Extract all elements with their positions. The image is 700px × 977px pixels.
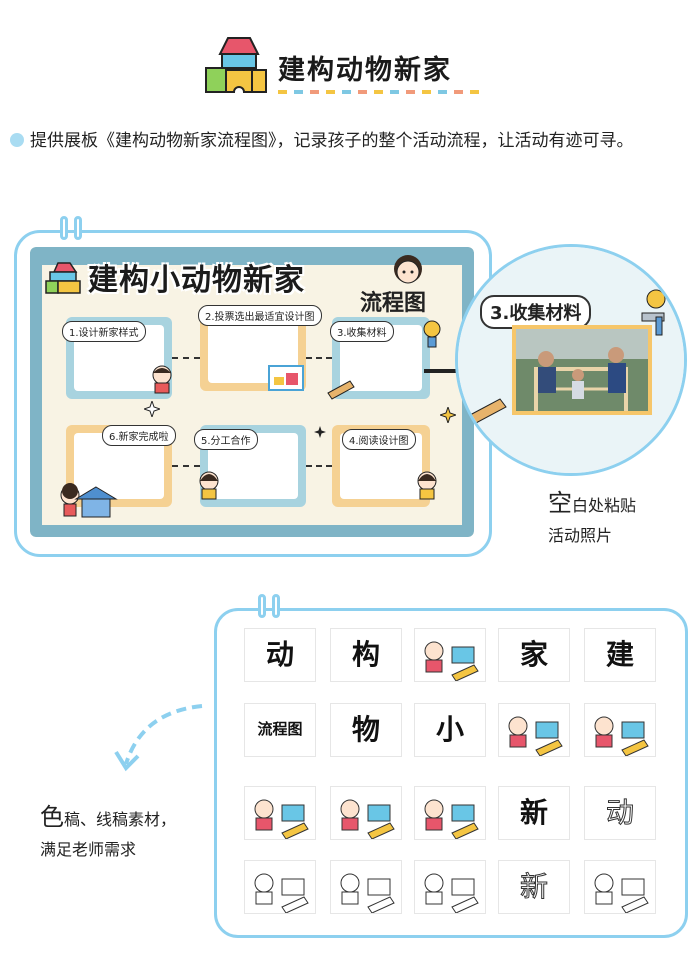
- asset-illustration-icon: [424, 873, 479, 913]
- asset-tile-glyph: 新: [519, 870, 548, 904]
- sparkle-icon: [314, 426, 326, 438]
- asset-tile[interactable]: 流程图: [244, 703, 316, 757]
- asset-tile[interactable]: 新: [498, 860, 570, 914]
- caption-initial: 空: [548, 489, 572, 517]
- sparkle-icon: [440, 407, 456, 423]
- zoom-detail-circle: 3.收集材料: [455, 244, 687, 476]
- bullet-dot: [10, 133, 24, 147]
- blue-house-icon: [60, 483, 118, 518]
- asset-tile[interactable]: 构: [330, 628, 402, 682]
- step-label-5: 5.分工合作: [194, 429, 258, 450]
- step-label-6: 6.新家完成啦: [102, 425, 176, 446]
- asset-tile[interactable]: 动: [244, 628, 316, 682]
- asset-tile[interactable]: [498, 703, 570, 757]
- flowchart-board: 建构小动物新家 流程图 1.设计新家样式 2.投票选出最适宜设计图 3.收集材料…: [30, 247, 474, 537]
- caption-initial: 色: [40, 803, 64, 831]
- asset-tile[interactable]: [244, 786, 316, 840]
- asset-tile-glyph: 物: [351, 713, 380, 746]
- binder-clip-icon: [258, 594, 266, 618]
- activity-photo: [512, 325, 652, 415]
- binder-clip-icon: [272, 594, 280, 618]
- asset-illustration-icon: [594, 873, 649, 913]
- step-label-2: 2.投票选出最适宜设计图: [198, 305, 322, 326]
- blocks-icon: [45, 262, 81, 294]
- wood-plank-icon: [327, 380, 355, 400]
- board-subtitle: 流程图: [360, 291, 427, 316]
- caption-line2: 满足老师需求: [40, 840, 137, 859]
- asset-tile[interactable]: [584, 860, 656, 914]
- page-header: 建构动物新家: [200, 30, 500, 100]
- asset-tile[interactable]: 物: [330, 703, 402, 757]
- design-drawing-icon: [268, 365, 304, 391]
- asset-tile-glyph: 家: [519, 638, 548, 671]
- assets-caption: 色稿、线稿素材， 满足老师需求: [28, 802, 177, 865]
- curved-arrow-icon: [114, 704, 203, 772]
- asset-tile[interactable]: [584, 703, 656, 757]
- asset-tile[interactable]: [414, 786, 486, 840]
- girl-character-icon: [394, 255, 422, 284]
- hammer-tape-icon: [641, 289, 666, 336]
- page-title: 建构动物新家: [278, 55, 452, 86]
- asset-tile[interactable]: 小: [414, 703, 486, 757]
- binder-clip-icon: [60, 216, 68, 240]
- wood-plank-icon: [469, 398, 507, 424]
- asset-tile[interactable]: [330, 860, 402, 914]
- zoom-step-label: 3.收集材料: [480, 295, 592, 329]
- asset-tile[interactable]: 家: [498, 628, 570, 682]
- asset-tile[interactable]: 建: [584, 628, 656, 682]
- asset-illustration-icon: [508, 716, 563, 756]
- photo-scene-image: [516, 329, 648, 411]
- asset-tile[interactable]: 动: [584, 786, 656, 840]
- asset-illustration-icon: [254, 799, 309, 839]
- asset-tile-glyph: 建: [605, 638, 634, 671]
- asset-tile-glyph: 小: [435, 713, 464, 746]
- connector-line: [172, 357, 200, 359]
- asset-tile-glyph: 动: [265, 638, 294, 671]
- asset-illustration-icon: [424, 799, 479, 839]
- asset-tile[interactable]: [244, 860, 316, 914]
- caption-line1: 白处粘贴: [572, 496, 637, 515]
- asset-tile[interactable]: [414, 860, 486, 914]
- step-label-1: 1.设计新家样式: [62, 321, 146, 342]
- connector-line: [306, 465, 332, 467]
- asset-tile-glyph: 流程图: [257, 720, 303, 738]
- asset-illustration-icon: [254, 873, 309, 913]
- sparkle-icon: [144, 401, 160, 417]
- connector-line: [172, 465, 200, 467]
- building-blocks-icon: [205, 37, 267, 93]
- asset-illustration-icon: [340, 873, 395, 913]
- asset-illustration-icon: [424, 641, 479, 681]
- step-label-3: 3.收集材料: [330, 321, 394, 342]
- board-title: 建构小动物新家: [88, 263, 305, 298]
- intro-text: 提供展板《建构动物新家流程图》，记录孩子的整个活动流程，让活动有迹可寻。: [30, 131, 634, 151]
- step-label-4: 4.阅读设计图: [342, 429, 416, 450]
- boy-character-icon: [152, 365, 172, 394]
- asset-illustration-icon: [594, 716, 649, 756]
- asset-tile-glyph: 动: [605, 796, 634, 830]
- asset-tile-glyph: 构: [351, 638, 380, 671]
- asset-tile[interactable]: [414, 628, 486, 682]
- connector-line: [306, 357, 332, 359]
- title-underline-decoration: [278, 90, 483, 94]
- asset-tile[interactable]: 新: [498, 786, 570, 840]
- intro-paragraph: 提供展板《建构动物新家流程图》，记录孩子的整个活动流程，让活动有迹可寻。: [10, 126, 695, 156]
- caption-line2: 活动照片: [548, 526, 613, 545]
- asset-illustration-icon: [340, 799, 395, 839]
- binder-clip-icon: [74, 216, 82, 240]
- tape-measure-icon: [423, 320, 441, 348]
- girl-character-icon: [417, 471, 437, 500]
- girl-character-icon: [199, 471, 219, 500]
- asset-tile-glyph: 新: [519, 796, 548, 829]
- caption-line1: 稿、线稿素材，: [64, 810, 177, 829]
- photo-instruction-caption: 空白处粘贴 活动照片: [536, 488, 637, 551]
- asset-tile[interactable]: [330, 786, 402, 840]
